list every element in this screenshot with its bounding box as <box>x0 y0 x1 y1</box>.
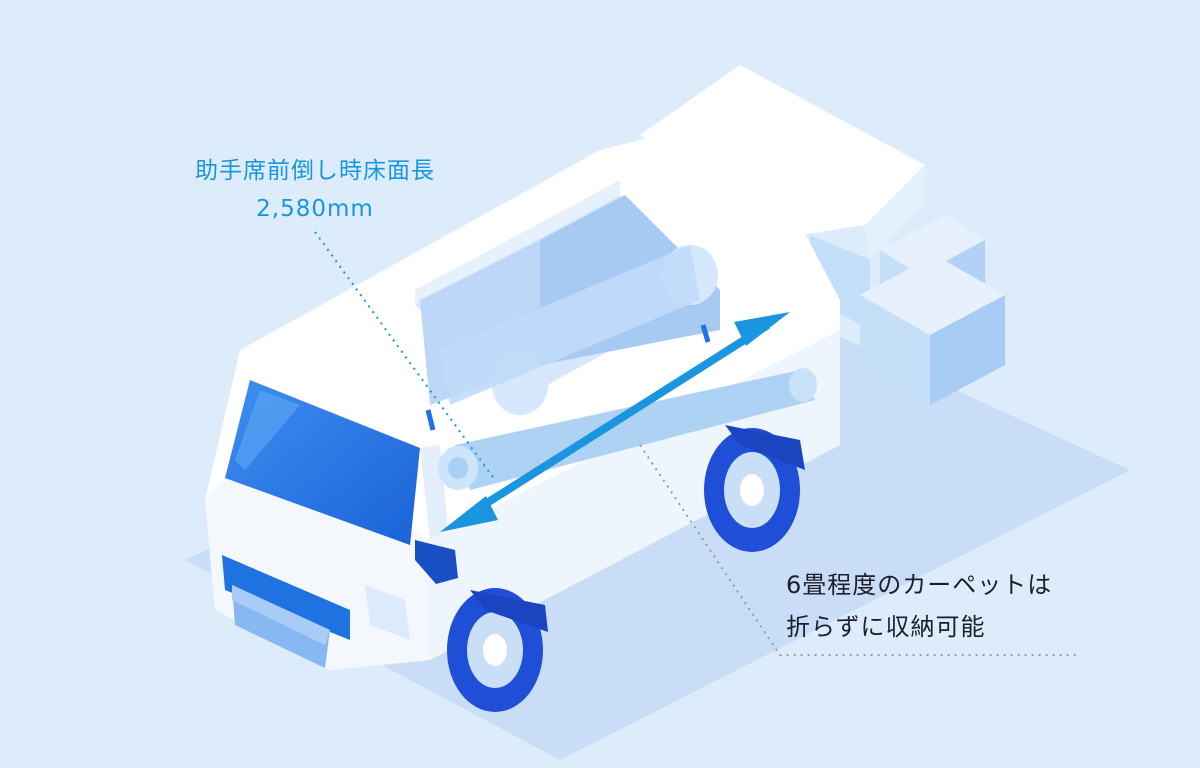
floor-length-value: 2,580mm <box>256 196 374 222</box>
rear-wheel <box>704 425 805 552</box>
floor-length-title: 助手席前倒し時床面長 <box>195 158 435 184</box>
carpet-roll-icon <box>438 368 817 490</box>
floor-length-annotation: 助手席前倒し時床面長 2,580mm <box>150 152 480 228</box>
cardboard-box-icon <box>860 215 1005 405</box>
leader-lines <box>314 231 1080 656</box>
sofa-icon <box>415 180 720 431</box>
front-wheel <box>447 588 548 712</box>
rear-doors <box>640 65 925 330</box>
carpet-line-2: 折らずに収納可能 <box>786 613 986 641</box>
carpet-annotation: 6畳程度のカーペットは 折らずに収納可能 <box>786 564 1052 648</box>
carpet-line-1: 6畳程度のカーペットは <box>786 571 1053 599</box>
double-arrow-icon <box>440 312 790 532</box>
